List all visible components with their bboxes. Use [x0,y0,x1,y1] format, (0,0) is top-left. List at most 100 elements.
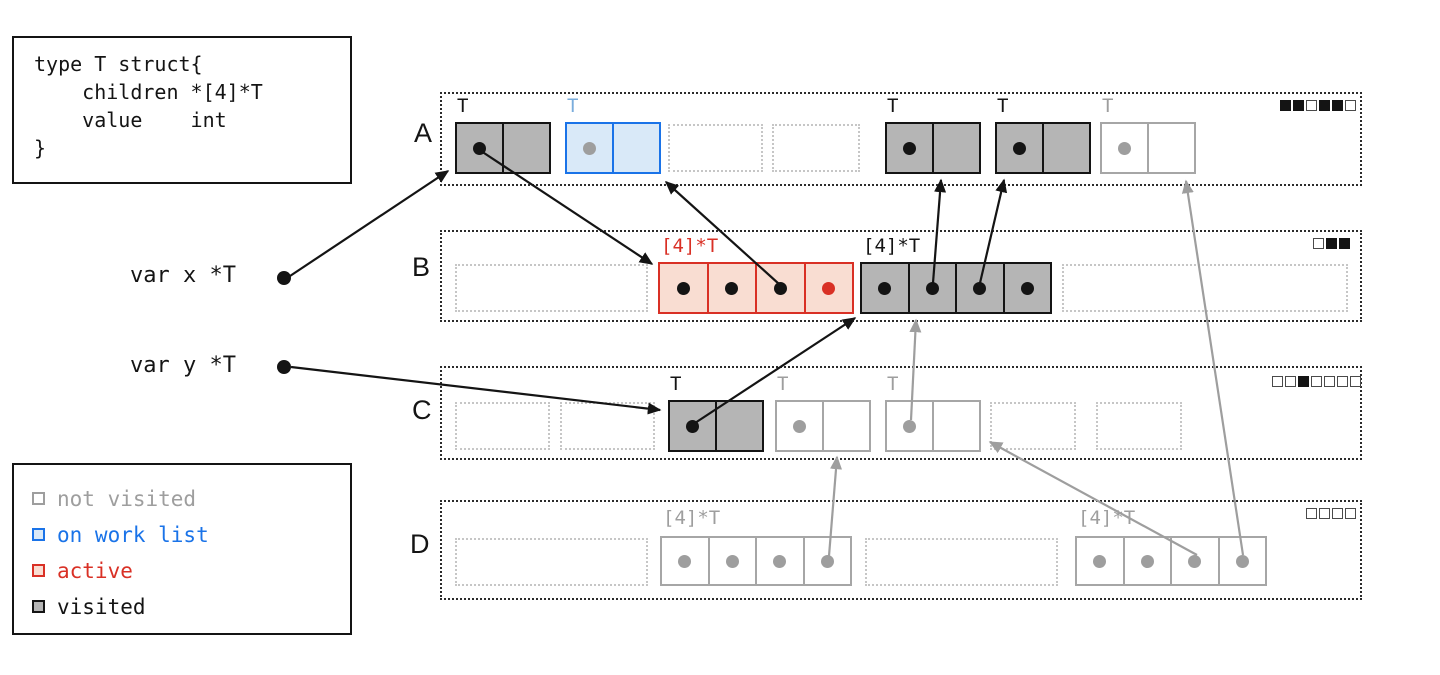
pointer-cell [1122,538,1171,584]
legend-label: on work list [57,522,209,547]
region-a-markbits [1280,100,1356,111]
region-b-markbits [1313,238,1350,249]
active-pointer-dot [822,281,836,295]
mark-bit-clear [1324,376,1335,387]
var-x-label: var x *T [130,263,236,288]
mark-bit-clear [1337,376,1348,387]
value-cell [822,402,869,450]
pointer-dot [725,554,739,568]
pointer-cell [706,264,756,312]
mark-bit-clear [1306,508,1317,519]
pointer-dot [1188,554,1202,568]
mark-bit-set [1339,238,1350,249]
value-cell [932,124,979,172]
var-y-label: var y *T [130,353,236,378]
heap-object-a5-visited [885,122,981,174]
var-x-pointer-dot [277,271,291,285]
value-cell [715,402,762,450]
visited-swatch-icon [32,600,45,613]
pointer-dot [1093,554,1107,568]
heap-array-d2-not-visited [660,536,852,586]
free-slot [990,402,1076,450]
object-type-label: T [887,373,899,395]
object-type-label: T [457,95,469,117]
region-a-letter: A [414,118,433,148]
mark-bit-clear [1332,508,1343,519]
heap-array-d4-not-visited [1075,536,1267,586]
pointer-dot [973,281,987,295]
pointer-dot [678,554,692,568]
object-type-label: T [887,95,899,117]
heap-object-c5-not-visited [885,400,981,452]
pointer-cell [887,402,932,450]
active-swatch-icon [32,564,45,577]
pointer-cell [887,124,932,172]
pointer-dot [878,281,892,295]
mark-bit-clear [1319,508,1330,519]
object-type-label: T [670,373,682,395]
pointer-dot [773,281,787,295]
mark-bit-clear [1272,376,1283,387]
pointer-cell [707,538,756,584]
region-b-letter: B [412,252,431,282]
heap-array-b3-visited [860,262,1052,314]
pointer-cell [1217,538,1266,584]
mark-bit-clear [1345,100,1356,111]
heap-object-a6-visited [995,122,1091,174]
legend-label: active [57,558,133,583]
var-y-pointer-dot [277,360,291,374]
heap-object-a2-worklist [565,122,661,174]
pointer-cell [755,264,804,312]
heap-object-a1-visited [455,122,551,174]
object-type-label: T [997,95,1009,117]
type-definition-box: type T struct{ children *[4]*T value int… [12,36,352,184]
pointer-cell [1170,538,1218,584]
legend-item-visited: visited [32,594,350,619]
heap-object-a7-not-visited [1100,122,1196,174]
free-slot [455,538,648,586]
legend-item-active: active [32,558,350,583]
pointer-cell [1002,264,1051,312]
value-cell [1042,124,1089,172]
type-definition-code: type T struct{ children *[4]*T value int… [34,52,263,160]
pointer-dot [1140,554,1154,568]
legend-label: visited [57,594,146,619]
not-visited-swatch-icon [32,492,45,505]
heap-object-c4-not-visited [775,400,871,452]
mark-bit-clear [1311,376,1322,387]
pointer-dot [793,419,806,433]
pointer-dot [903,141,916,155]
pointer-cell [670,402,715,450]
legend-item-on-work-list: on work list [32,522,350,547]
region-d-letter: D [410,529,430,559]
legend-label: not visited [57,486,197,511]
pointer-cell [955,264,1003,312]
pointer-dot [1235,554,1249,568]
free-slot [455,402,550,450]
object-type-label: T [1102,95,1114,117]
free-slot [865,538,1058,586]
pointer-cell [755,538,803,584]
mark-bit-clear [1306,100,1317,111]
object-type-label: T [567,95,579,117]
free-slot [455,264,648,312]
value-cell [932,402,979,450]
array-type-label: [4]*T [663,507,721,529]
array-type-label: [4]*T [863,235,921,257]
pointer-dot [773,554,787,568]
mark-bit-set [1293,100,1304,111]
pointer-dot [473,141,486,155]
pointer-cell [660,264,707,312]
region-c-markbits [1272,376,1361,387]
pointer-dot [1020,281,1034,295]
pointer-dot [583,141,596,155]
on-work-list-swatch-icon [32,528,45,541]
heap-array-b2-active [658,262,854,314]
pointer-dot [686,419,699,433]
legend-item-not-visited: not visited [32,486,350,511]
pointer-cell [997,124,1042,172]
legend: not visited on work list active visited [12,463,352,635]
pointer-cell [907,264,956,312]
mark-bit-set [1319,100,1330,111]
